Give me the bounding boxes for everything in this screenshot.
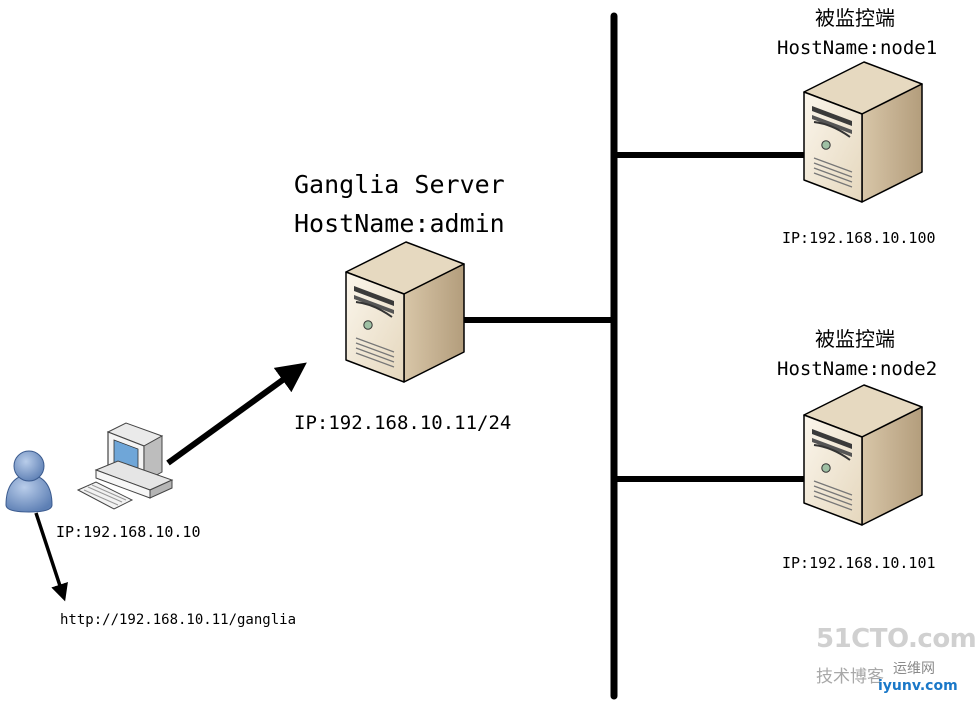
server-node1-icon [803, 61, 923, 203]
node1-role: 被监控端 [815, 6, 895, 30]
watermark-site: 51CTO.com [816, 624, 976, 654]
arrow-client-to-server [166, 362, 307, 466]
ganglia-url: http://192.168.10.11/ganglia [60, 612, 297, 628]
arrow-user-to-url [34, 512, 68, 602]
node2-ip: IP:192.168.10.101 [782, 554, 936, 572]
node2-role: 被监控端 [815, 327, 895, 351]
node2-hostname: HostName:node2 [777, 358, 938, 380]
client-ip: IP:192.168.10.10 [56, 523, 201, 541]
server-admin-icon [345, 241, 465, 383]
client-pc-icon [76, 422, 174, 510]
watermark-blog: 技术博客 [816, 667, 884, 687]
server-ip: IP:192.168.10.11/24 [294, 412, 512, 434]
server-node2-icon [803, 384, 923, 526]
server-hostname: HostName:admin [294, 209, 505, 238]
watermark-domain: iyunv.com [878, 678, 958, 694]
server-title: Ganglia Server [294, 170, 505, 199]
node1-hostname: HostName:node1 [777, 37, 938, 59]
node1-ip: IP:192.168.10.100 [782, 229, 936, 247]
user-icon [5, 450, 53, 513]
watermark-network: 运维网 [893, 661, 935, 677]
